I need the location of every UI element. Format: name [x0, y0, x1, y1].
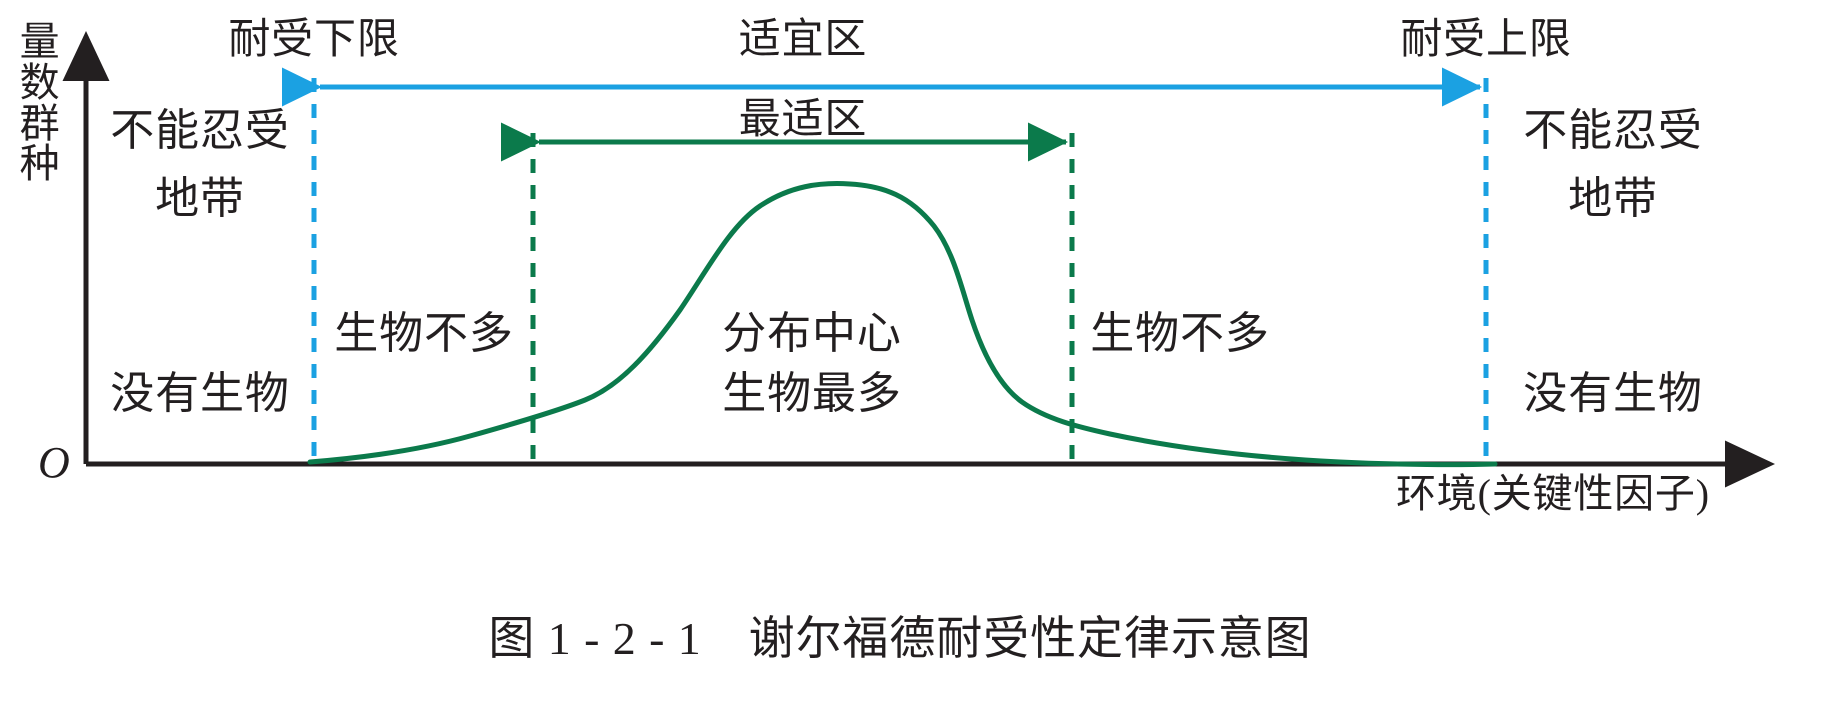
label-distribution-center-line2: 生物最多: [722, 369, 902, 418]
label-upper-tolerance-limit: 耐受上限: [1400, 17, 1572, 63]
label-intolerable-zone-right-line1: 不能忍受: [1523, 106, 1703, 155]
label-suitable-zone: 适宜区: [738, 17, 868, 63]
y-axis-title: 量 数 群 种: [14, 19, 66, 187]
label-intolerable-zone-left-line1: 不能忍受: [110, 106, 290, 155]
y-axis-title-char-3: 群: [19, 100, 61, 146]
y-axis-title-char-1: 量: [19, 19, 61, 64]
label-few-organisms-right: 生物不多: [1090, 309, 1270, 358]
label-intolerable-zone-right-line2: 地带: [1568, 174, 1658, 223]
label-distribution-center-line1: 分布中心: [722, 309, 902, 358]
label-no-organisms-right: 没有生物: [1523, 369, 1703, 418]
label-few-organisms-left: 生物不多: [334, 309, 514, 358]
label-optimum-zone: 最适区: [738, 97, 868, 143]
figure-caption: 图 1 - 2 - 1 谢尔福德耐受性定律示意图: [488, 613, 1312, 664]
origin-label: O: [38, 438, 70, 487]
label-intolerable-zone-left-line2: 地带: [155, 174, 245, 223]
y-axis-title-char-4: 种: [19, 141, 61, 187]
label-no-organisms-left: 没有生物: [110, 369, 290, 418]
population-curve: [307, 181, 1498, 468]
y-axis-title-char-2: 数: [19, 59, 61, 105]
label-lower-tolerance-limit: 耐受下限: [228, 17, 400, 63]
x-axis-title: 环境(关键性因子): [1396, 471, 1710, 516]
